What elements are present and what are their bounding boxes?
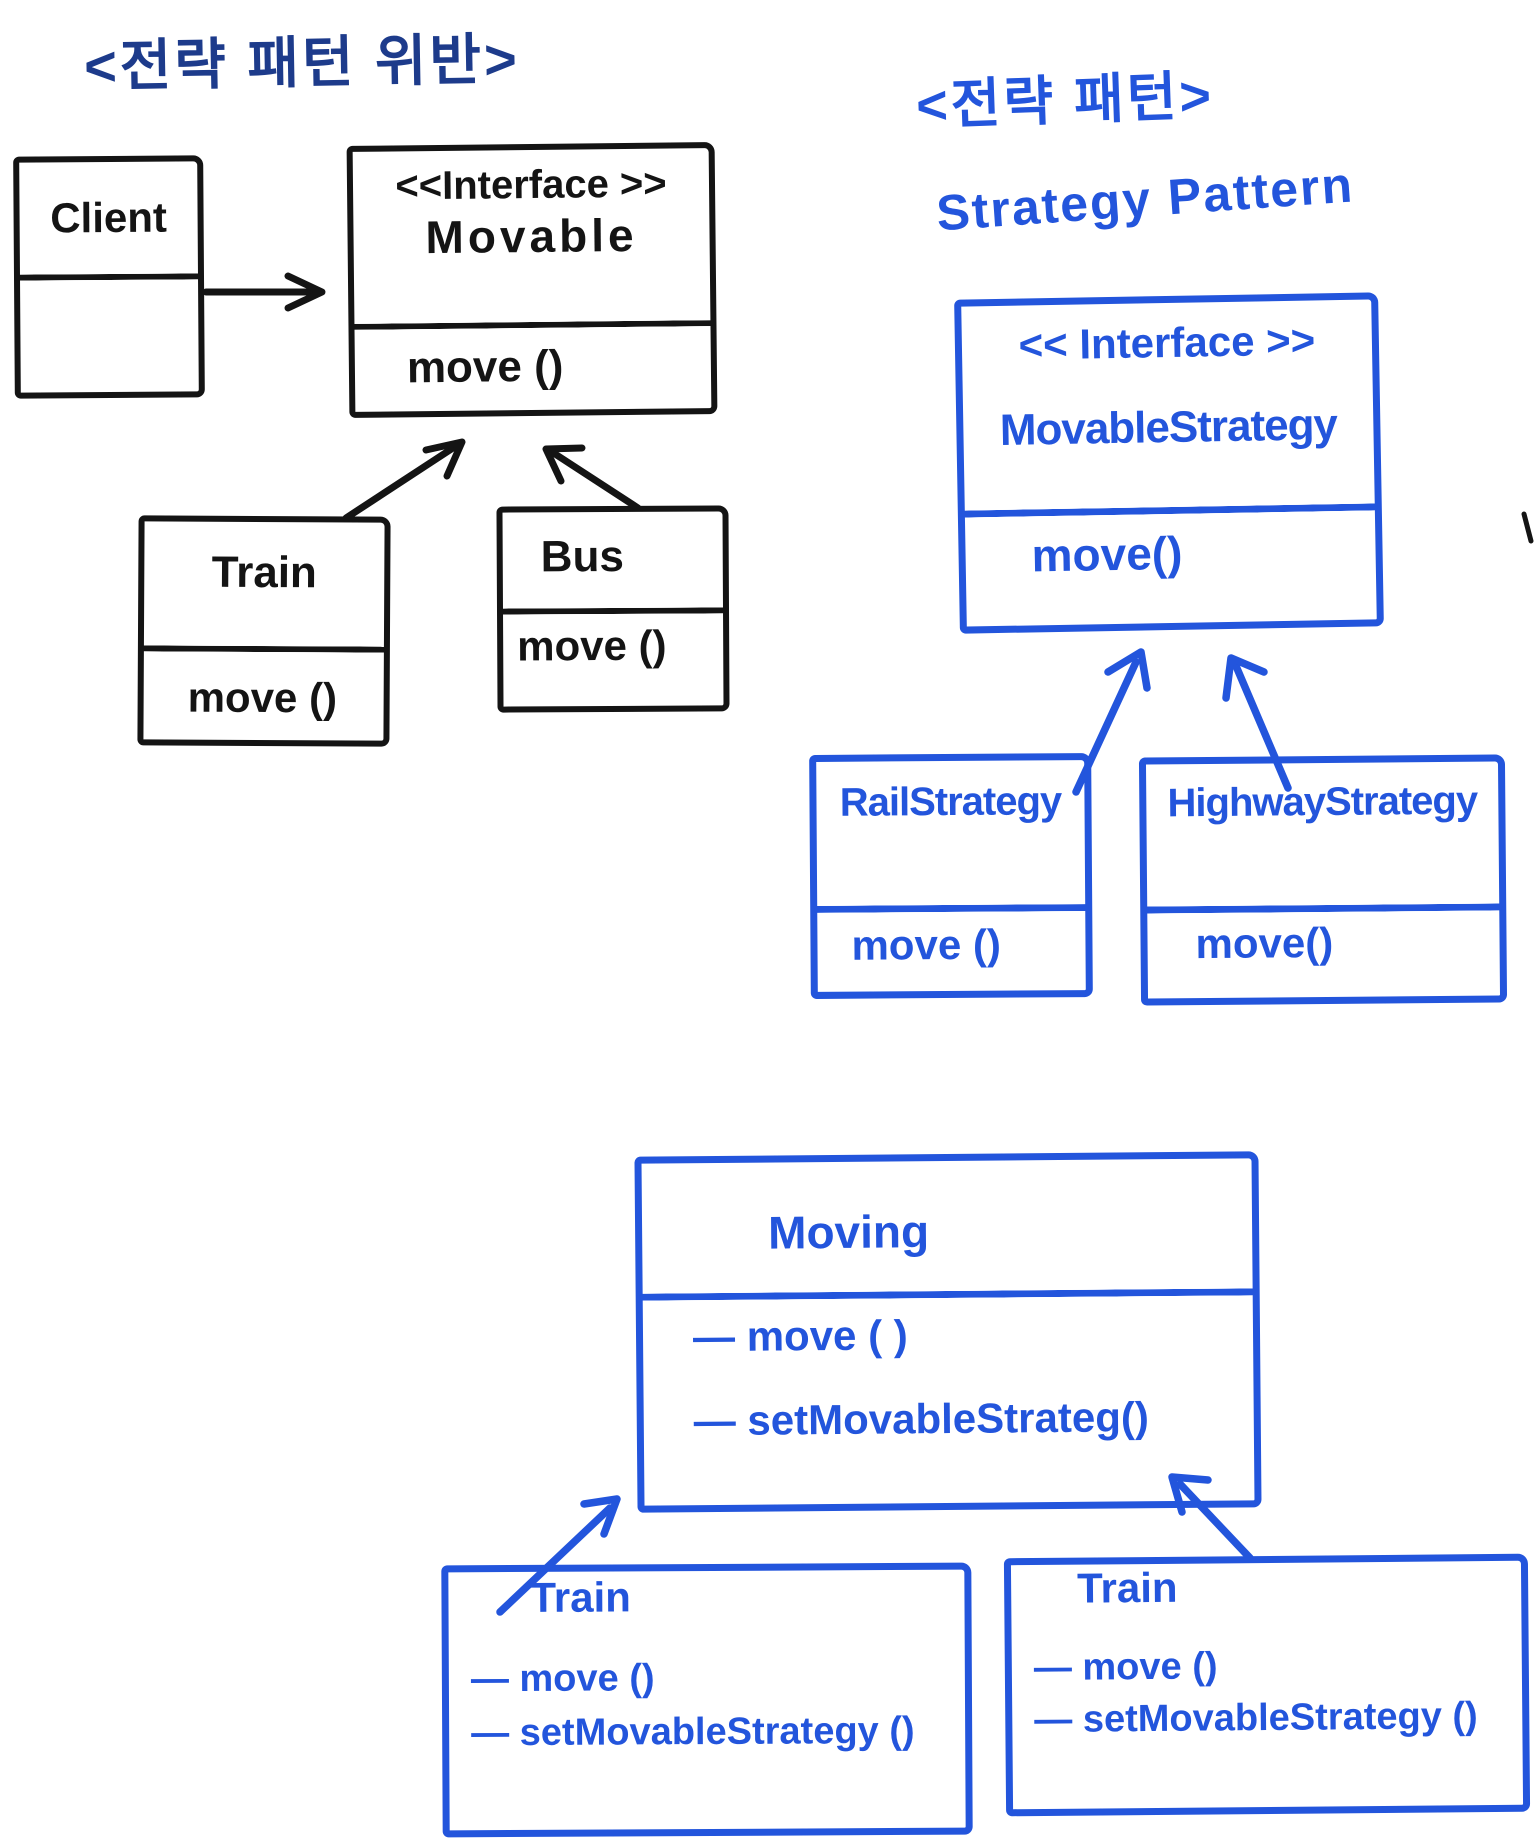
title-strategy-violation-korean: <전략 패턴 위반> bbox=[83, 27, 521, 98]
rail-strategy-method: move () bbox=[851, 920, 1002, 969]
highway-strategy-compartment-divider bbox=[1144, 903, 1503, 914]
class-box-highway-strategy: HighwayStrategy move() bbox=[1138, 754, 1508, 1006]
title-strategy-pattern-korean: <전략 패턴> bbox=[915, 65, 1215, 137]
class-box-rail-strategy: RailStrategy move () bbox=[809, 753, 1093, 999]
stray-pen-mark bbox=[1521, 511, 1534, 544]
class-box-bus: Bus move () bbox=[496, 505, 730, 713]
association-arrow-client-to-movable bbox=[202, 272, 326, 312]
class-box-movable-interface: <<Interface >> Movable move () bbox=[346, 142, 718, 418]
train-right-class-name: Train bbox=[1076, 1563, 1178, 1612]
highway-strategy-class-name: HighwayStrategy bbox=[1167, 778, 1478, 826]
train-left-class-name: Train bbox=[530, 1573, 631, 1621]
class-box-train-left: Train — move () — setMovableStrategy () bbox=[441, 1562, 973, 1838]
train-left-method-move: — move () bbox=[470, 1657, 655, 1701]
moving-compartment-divider bbox=[639, 1288, 1256, 1301]
train-right-method-move: — move () bbox=[1033, 1645, 1218, 1690]
train-compartment-divider bbox=[140, 645, 387, 653]
title-strategy-pattern-english: Strategy Pattern bbox=[934, 156, 1356, 242]
movable-strategy-stereotype: << Interface >> bbox=[1018, 316, 1316, 369]
train-method: move () bbox=[187, 673, 338, 722]
generalization-arrow-bus-to-movable bbox=[542, 444, 642, 512]
rail-strategy-compartment-divider bbox=[814, 904, 1089, 913]
client-compartment-divider bbox=[16, 273, 202, 281]
bus-method: move () bbox=[517, 621, 667, 670]
train-left-method-set-movable-strategy: — setMovableStrategy () bbox=[471, 1709, 915, 1755]
movable-method: move () bbox=[406, 341, 564, 393]
class-box-movable-strategy-interface: << Interface >> MovableStrategy move() bbox=[954, 292, 1384, 634]
movable-strategy-compartment-divider bbox=[961, 503, 1378, 518]
class-box-client: Client bbox=[13, 155, 205, 399]
movable-compartment-divider bbox=[351, 320, 714, 330]
movable-class-name: Movable bbox=[425, 208, 638, 264]
movable-strategy-method: move() bbox=[1031, 526, 1183, 582]
bus-class-name: Bus bbox=[540, 531, 624, 582]
highway-strategy-method: move() bbox=[1195, 918, 1334, 968]
train-class-name: Train bbox=[211, 547, 318, 598]
train-right-method-set-movable-strategy: — setMovableStrategy () bbox=[1034, 1695, 1478, 1742]
moving-class-name: Moving bbox=[767, 1205, 930, 1259]
class-box-train: Train move () bbox=[137, 515, 391, 747]
client-class-name: Client bbox=[50, 193, 168, 242]
moving-method-move: — move ( ) bbox=[692, 1311, 908, 1361]
moving-method-set-movable-strategy: — setMovableStrateg() bbox=[693, 1393, 1150, 1445]
generalization-arrow-train-to-movable bbox=[342, 438, 466, 522]
movable-strategy-class-name: MovableStrategy bbox=[999, 400, 1338, 455]
rail-strategy-class-name: RailStrategy bbox=[839, 779, 1062, 825]
class-box-train-right: Train — move () — setMovableStrategy () bbox=[1003, 1553, 1531, 1817]
movable-stereotype: <<Interface >> bbox=[395, 161, 667, 209]
bus-compartment-divider bbox=[499, 607, 727, 615]
class-box-moving: Moving — move ( ) — setMovableStrateg() bbox=[634, 1151, 1262, 1513]
